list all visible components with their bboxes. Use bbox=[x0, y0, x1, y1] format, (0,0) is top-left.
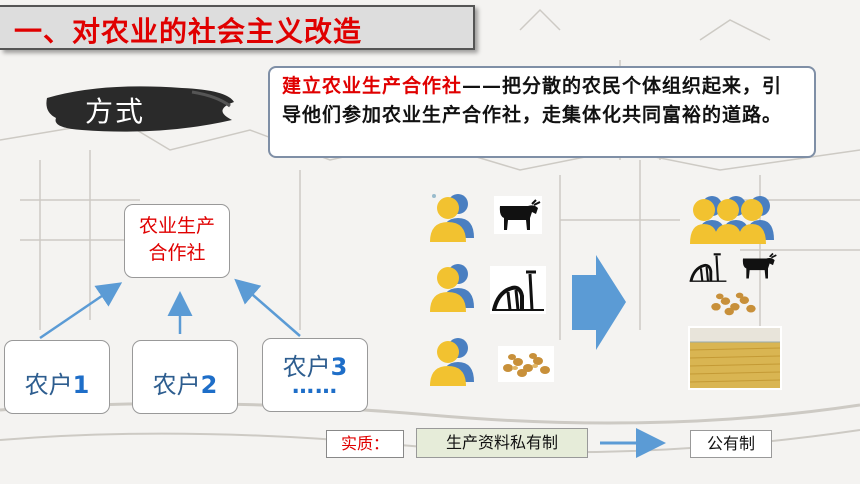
definition-text: ——把分散的农民个体组织起来，引导他们参加农业生产合作社，走集体化共同富裕的道路… bbox=[282, 75, 783, 126]
group-person-icon bbox=[690, 196, 774, 244]
household-ellipsis: …… bbox=[292, 374, 338, 399]
person-icon bbox=[430, 194, 474, 242]
household-box-3: 农户3 …… bbox=[262, 338, 368, 412]
public-ownership-box: 公有制 bbox=[690, 430, 772, 458]
field-image bbox=[688, 326, 782, 390]
cooperative-line1: 农业生产 bbox=[138, 215, 215, 237]
cooperative-box: 农业生产 合作社 bbox=[124, 204, 230, 278]
household-box-1: 农户1 bbox=[4, 340, 110, 414]
household-box-2: 农户2 bbox=[132, 340, 238, 414]
essence-label: 实质： bbox=[326, 430, 404, 458]
grain-icon bbox=[498, 346, 554, 382]
household-number: 2 bbox=[200, 371, 218, 399]
farm-tool-icon bbox=[689, 253, 727, 282]
household-number: 1 bbox=[72, 371, 90, 399]
definition-highlight: 建立农业生产合作社 bbox=[282, 75, 463, 97]
method-label: 方式 bbox=[85, 95, 146, 128]
household-number: 3 bbox=[330, 353, 348, 381]
private-ownership-box: 生产资料私有制 bbox=[416, 428, 588, 458]
person-icon bbox=[430, 264, 474, 312]
grain-icon bbox=[711, 292, 756, 316]
household-label: 农户 bbox=[282, 353, 331, 381]
household-label: 农户 bbox=[24, 371, 73, 399]
cow-icon bbox=[742, 252, 777, 279]
page-title: 一、对农业的社会主义改造 bbox=[14, 15, 363, 48]
title-bar: 一、对农业的社会主义改造 bbox=[0, 5, 475, 50]
brush-stroke-background bbox=[46, 86, 235, 132]
household-label: 农户 bbox=[152, 371, 201, 399]
farm-tool-icon bbox=[490, 266, 546, 314]
person-icon bbox=[430, 338, 474, 386]
cow-icon bbox=[494, 196, 542, 234]
definition-box: 建立农业生产合作社——把分散的农民个体组织起来，引导他们参加农业生产合作社，走集… bbox=[268, 66, 816, 158]
cooperative-line2: 合作社 bbox=[148, 242, 206, 264]
